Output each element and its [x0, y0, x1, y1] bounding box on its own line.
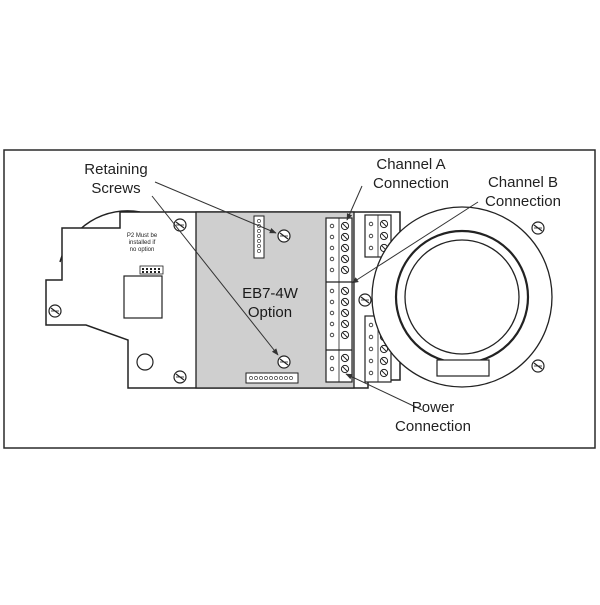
power-connection-label: Power Connection: [395, 399, 471, 435]
option-board-label: EB7-4W Option: [242, 285, 298, 321]
chip: [123, 275, 163, 319]
leader-lines: [151, 181, 479, 411]
mounting-hole: [136, 353, 154, 371]
vertical-connector: [253, 215, 265, 259]
power-leader: [345, 373, 423, 411]
channel-b-label: Channel B Connection: [485, 174, 561, 210]
terminal-block-main: [325, 217, 353, 383]
screw-icon: [277, 355, 291, 369]
retaining-screw-leader-top: [154, 181, 277, 234]
screw-icon: [358, 293, 372, 307]
terminal-block-channel-b: [364, 214, 392, 258]
channel-a-leader: [346, 185, 363, 221]
screw-icon: [531, 359, 545, 373]
screw-icon: [173, 218, 187, 232]
screw-icon: [48, 304, 62, 318]
screw-icon: [277, 229, 291, 243]
ring-transformer: [371, 206, 553, 388]
p2-header: [139, 265, 164, 275]
retaining-screw-leader-bottom: [151, 195, 279, 356]
channel-a-label: Channel A Connection: [373, 156, 449, 192]
screw-icon: [173, 370, 187, 384]
p2-note: P2 Must be installed if no option: [126, 233, 158, 253]
retaining-screws-label: Retaining Screws: [84, 161, 148, 197]
horizontal-connector: [245, 372, 299, 384]
channel-b-leader: [351, 201, 479, 284]
screw-icon: [531, 221, 545, 235]
